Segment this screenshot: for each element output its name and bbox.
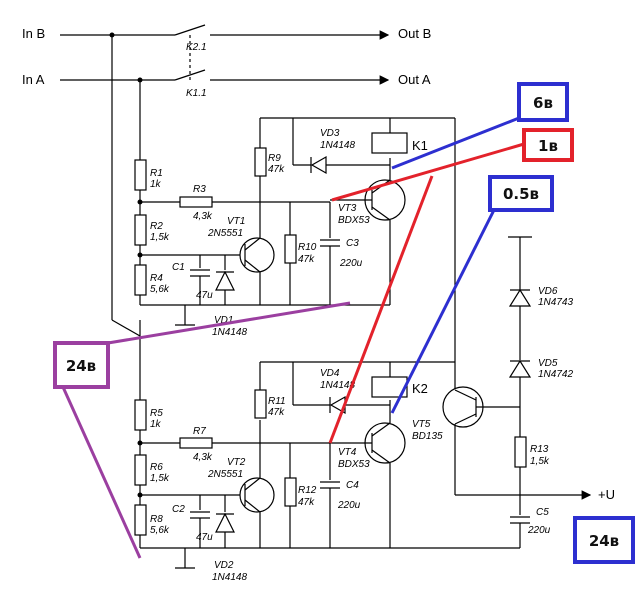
- vt1-value: 2N5551: [207, 228, 243, 239]
- r9-name: R9: [268, 153, 281, 164]
- c4-name: C4: [346, 480, 359, 491]
- in-a-label: In A: [22, 72, 45, 87]
- r13-name: R13: [530, 444, 549, 455]
- c4-value: 220u: [337, 500, 361, 511]
- vd2-name: VD2: [214, 560, 234, 571]
- r7-name: R7: [193, 426, 206, 437]
- vd5-value: 1N4742: [538, 369, 573, 380]
- c5-value: 220u: [527, 525, 551, 536]
- vd5-name: VD5: [538, 358, 558, 369]
- c3-name: C3: [346, 238, 359, 249]
- vd6-name: VD6: [538, 286, 558, 297]
- vd4-name: VD4: [320, 368, 340, 379]
- annotation-1v: 1в: [522, 128, 574, 162]
- vd3-name: VD3: [320, 128, 340, 139]
- r2-value: 1,5k: [150, 232, 170, 243]
- annotation-pointers: [61, 116, 525, 559]
- annotation-24v-left-text: 24в: [66, 357, 96, 375]
- c5-name: C5: [536, 507, 549, 518]
- vt1-name: VT1: [227, 216, 245, 227]
- vd1-name: VD1: [214, 315, 233, 326]
- upper-stage: [134, 117, 456, 395]
- annotation-24v-right: 24в: [573, 516, 635, 564]
- r2-name: R2: [150, 221, 163, 232]
- r1-value: 1k: [150, 179, 162, 190]
- input-output-bus: [60, 24, 390, 400]
- vt5-value: BD135: [412, 431, 443, 442]
- plus-u-label: +U: [598, 487, 615, 502]
- supply-stage: [442, 236, 592, 548]
- out-b-label: Out B: [398, 26, 431, 41]
- r6-value: 1,5k: [150, 473, 170, 484]
- c3-value: 220u: [339, 258, 363, 269]
- c2-name: C2: [172, 504, 185, 515]
- lower-stage: [134, 361, 520, 569]
- out-a-label: Out A: [398, 72, 431, 87]
- r4-name: R4: [150, 273, 163, 284]
- annotation-1v-text: 1в: [538, 137, 558, 155]
- r4-value: 5,6k: [150, 284, 170, 295]
- vt3-value: BDX53: [338, 215, 370, 226]
- r12-name: R12: [298, 485, 317, 496]
- r10-name: R10: [298, 242, 317, 253]
- c1-value: 47u: [196, 290, 213, 301]
- annotation-6v: 6в: [517, 82, 569, 122]
- r5-value: 1k: [150, 419, 162, 430]
- vd4-value: 1N4148: [320, 380, 355, 391]
- r3-value: 4,3k: [193, 211, 213, 222]
- vt5-name: VT5: [412, 419, 431, 430]
- r6-name: R6: [150, 462, 163, 473]
- k2-label: K2: [412, 381, 428, 396]
- vt4-name: VT4: [338, 447, 357, 458]
- c1-name: C1: [172, 262, 185, 273]
- r11-value: 47k: [268, 407, 285, 418]
- r1-name: R1: [150, 168, 163, 179]
- k11-label: K1.1: [186, 88, 207, 99]
- r9-value: 47k: [268, 164, 285, 175]
- vd2-value: 1N4148: [212, 572, 247, 583]
- annotation-05v: 0.5в: [488, 175, 554, 212]
- r7-value: 4,3k: [193, 452, 213, 463]
- c2-value: 47u: [196, 532, 213, 543]
- r11-name: R11: [268, 396, 286, 407]
- vd6-value: 1N4743: [538, 297, 573, 308]
- k21-label: K2.1: [186, 42, 207, 53]
- r5-name: R5: [150, 408, 163, 419]
- annotation-24v-left: 24в: [53, 341, 110, 389]
- vd3-value: 1N4148: [320, 140, 355, 151]
- vt3-name: VT3: [338, 203, 357, 214]
- r10-value: 47k: [298, 254, 315, 265]
- vt4-value: BDX53: [338, 459, 370, 470]
- annotation-05v-text: 0.5в: [503, 185, 539, 203]
- vt2-name: VT2: [227, 457, 246, 468]
- r12-value: 47k: [298, 497, 315, 508]
- r3-name: R3: [193, 184, 206, 195]
- r13-value: 1,5k: [530, 456, 550, 467]
- vd1-value: 1N4148: [212, 327, 247, 338]
- in-b-label: In B: [22, 26, 45, 41]
- r8-value: 5,6k: [150, 525, 170, 536]
- annotation-24v-right-text: 24в: [589, 532, 619, 550]
- annotation-6v-text: 6в: [533, 94, 553, 112]
- r8-name: R8: [150, 514, 163, 525]
- k1-label: K1: [412, 138, 428, 153]
- vt2-value: 2N5551: [207, 469, 243, 480]
